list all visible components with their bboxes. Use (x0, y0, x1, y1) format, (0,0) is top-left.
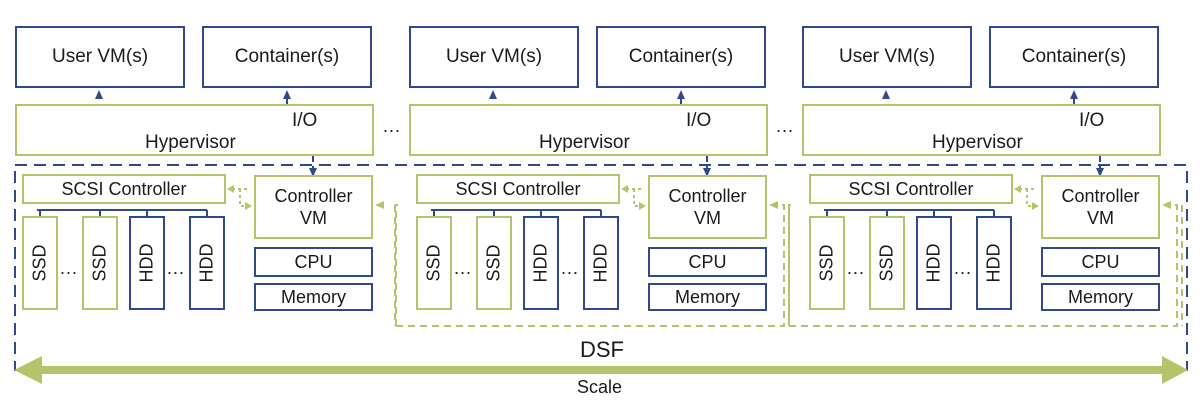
disk-ssd-3-2: SSD (869, 216, 905, 310)
arrowhead-up (489, 90, 497, 99)
disk-ssd-2-1: SSD (416, 216, 452, 310)
node-boundary-3 (788, 204, 791, 326)
node-ellipsis-1: ... (383, 116, 402, 136)
disk-ellipsis-1-1: ... (60, 258, 79, 278)
arrowhead-up (1070, 90, 1078, 99)
scale-label: Scale (577, 377, 623, 397)
disk-hdd-3-4: HDD (976, 216, 1012, 310)
scsi-controller-3: SCSI Controller (809, 174, 1013, 204)
cpu-box-3: CPU (1041, 247, 1160, 277)
disk-ellipsis-3-2: ... (954, 258, 973, 278)
arrowhead (227, 185, 234, 193)
node-boundary-2 (396, 204, 785, 327)
arrowhead-up (283, 90, 291, 99)
cpu-box-1: CPU (254, 247, 373, 277)
arrowhead (769, 201, 778, 209)
arrowhead (375, 201, 384, 209)
disk-ssd-1-1: SSD (22, 216, 58, 310)
arrowhead-down (1096, 168, 1104, 177)
hypervisor-label-2: Hypervisor (539, 132, 630, 153)
arrowhead-up (677, 90, 685, 99)
arrowhead (639, 202, 646, 210)
node-boundary-2 (395, 204, 398, 326)
memory-box-2: Memory (648, 283, 767, 311)
memory-box-1: Memory (254, 283, 373, 311)
disk-ellipsis-2-2: ... (561, 258, 580, 278)
arrowhead (621, 185, 628, 193)
disk-hdd-1-3: HDD (129, 216, 165, 310)
disk-ssd-1-2: SSD (82, 216, 118, 310)
disk-ssd-3-1: SSD (809, 216, 845, 310)
user-vm-box-1: User VM(s) (15, 26, 185, 88)
memory-box-3: Memory (1041, 283, 1160, 311)
disk-hdd-2-4: HDD (583, 216, 619, 310)
scale-arrow (14, 356, 1188, 384)
container-box-2: Container(s) (596, 26, 766, 88)
controller-vm-3: Controller VM (1041, 175, 1160, 239)
io-label-3: I/O (1077, 110, 1107, 132)
node-boundary-3 (789, 204, 1178, 327)
arrowhead (1014, 185, 1021, 193)
disk-ellipsis-1-2: ... (167, 258, 186, 278)
dsf-label: DSF (580, 337, 624, 362)
controller-vm-2: Controller VM (648, 175, 767, 239)
hypervisor-label-1: Hypervisor (145, 132, 236, 153)
node-ellipsis-2: ... (776, 116, 795, 136)
arrowhead-down (703, 168, 711, 177)
container-box-3: Container(s) (989, 26, 1159, 88)
container-box-1: Container(s) (202, 26, 372, 88)
disk-hdd-1-4: HDD (189, 216, 225, 310)
cpu-box-2: CPU (648, 247, 767, 277)
arrowhead-up (95, 90, 103, 99)
arrowhead-up (882, 90, 890, 99)
arrowhead (1162, 201, 1171, 209)
io-label-1: I/O (290, 110, 320, 132)
scsi-controller-1: SCSI Controller (22, 174, 226, 204)
arrowhead-down (309, 168, 317, 177)
controller-vm-1: Controller VM (254, 175, 373, 239)
scsi-controller-2: SCSI Controller (416, 174, 620, 204)
disk-hdd-2-3: HDD (523, 216, 559, 310)
disk-ellipsis-3-1: ... (847, 258, 866, 278)
user-vm-box-2: User VM(s) (409, 26, 579, 88)
hypervisor-label-3: Hypervisor (932, 132, 1023, 153)
disk-ssd-2-2: SSD (476, 216, 512, 310)
disk-ellipsis-2-1: ... (454, 258, 473, 278)
arrowhead (1032, 202, 1039, 210)
disk-hdd-3-3: HDD (916, 216, 952, 310)
user-vm-box-3: User VM(s) (802, 26, 972, 88)
io-label-2: I/O (684, 110, 714, 132)
arrowhead (245, 202, 252, 210)
